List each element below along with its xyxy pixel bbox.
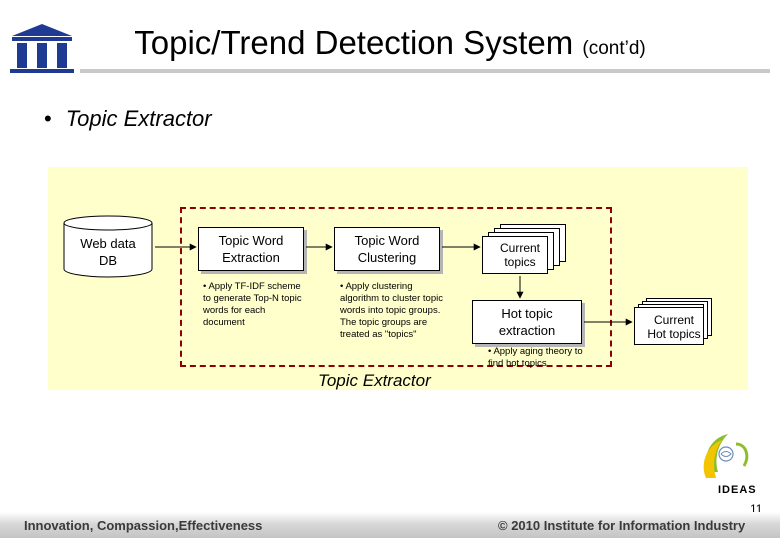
- clustering-line1: Topic Word: [354, 233, 420, 248]
- ideas-logo-icon: [703, 434, 749, 478]
- document-sheet: [482, 236, 548, 274]
- current-hot-topics-label: Current Hot topics: [634, 307, 714, 347]
- document-sheet: [634, 307, 704, 345]
- slide-title: Topic/Trend Detection System (cont’d): [0, 24, 780, 62]
- web-db-line2: DB: [98, 253, 118, 268]
- clustering-note-line: The topic groups are: [340, 317, 428, 328]
- web-data-db-label: Web data DB: [62, 235, 154, 269]
- topic-word-extraction-box: Topic Word Extraction: [198, 227, 304, 271]
- current-topics-label: Current topics: [482, 236, 558, 274]
- ideas-logo-text: IDEAS: [718, 484, 757, 496]
- slide-title-main: Topic/Trend Detection System: [134, 24, 574, 61]
- iii-logo-icon: [10, 24, 74, 73]
- diagram-panel: [48, 167, 748, 390]
- clustering-line2: Clustering: [357, 250, 417, 265]
- extraction-line1: Topic Word: [218, 233, 284, 248]
- extraction-note-line: words for each: [203, 305, 266, 316]
- current-hot-line1: Current: [653, 313, 694, 327]
- extraction-note: • Apply TF-IDF scheme to generate Top-N …: [203, 281, 323, 329]
- current-hot-line2: Hot topics: [647, 327, 701, 341]
- topic-word-clustering-box: Topic Word Clustering: [334, 227, 440, 271]
- slide-title-suffix: (cont’d): [582, 38, 646, 59]
- bullet-text: Topic Extractor: [65, 106, 212, 131]
- topic-extractor-label: Topic Extractor: [318, 371, 431, 390]
- hot-topic-extraction-box: Hot topic extraction: [472, 300, 582, 344]
- web-db-line1: Web data: [80, 236, 136, 251]
- title-divider: [80, 69, 770, 73]
- bullet-item: • Topic Extractor: [44, 106, 212, 132]
- topic-extractor-group: [180, 207, 612, 367]
- bullet-dot: •: [44, 106, 52, 131]
- footer-tagline: Innovation, Compassion,Effectiveness: [24, 518, 263, 533]
- hot-extraction-note-line: • Apply aging theory to: [488, 346, 583, 357]
- current-topics-line2: topics: [504, 255, 536, 269]
- clustering-note-line: treated as "topics": [340, 329, 417, 340]
- clustering-note-line: algorithm to cluster topic: [340, 293, 443, 304]
- current-hot-topics-stack: Current Hot topics: [634, 298, 726, 350]
- extraction-note-line: • Apply TF-IDF scheme: [203, 281, 301, 292]
- hot-extraction-note: • Apply aging theory to find hot topics: [488, 346, 610, 368]
- clustering-note: • Apply clustering algorithm to cluster …: [340, 281, 464, 341]
- hot-extraction-line2: extraction: [498, 323, 556, 338]
- current-topics-stack: Current topics: [482, 224, 574, 276]
- clustering-note-line: • Apply clustering: [340, 281, 413, 292]
- extraction-line2: Extraction: [222, 250, 280, 265]
- current-topics-line1: Current: [499, 241, 540, 255]
- footer-bar: [0, 512, 780, 538]
- web-data-db-cylinder: [63, 215, 153, 278]
- clustering-note-line: words into topic groups.: [340, 305, 441, 316]
- hot-extraction-line1: Hot topic: [501, 306, 553, 321]
- extraction-note-line: document: [203, 317, 245, 328]
- footer-copyright: © 2010 Institute for Information Industr…: [498, 518, 746, 533]
- extraction-note-line: to generate Top-N topic: [203, 293, 302, 304]
- hot-extraction-note-line: find hot topics: [488, 358, 547, 368]
